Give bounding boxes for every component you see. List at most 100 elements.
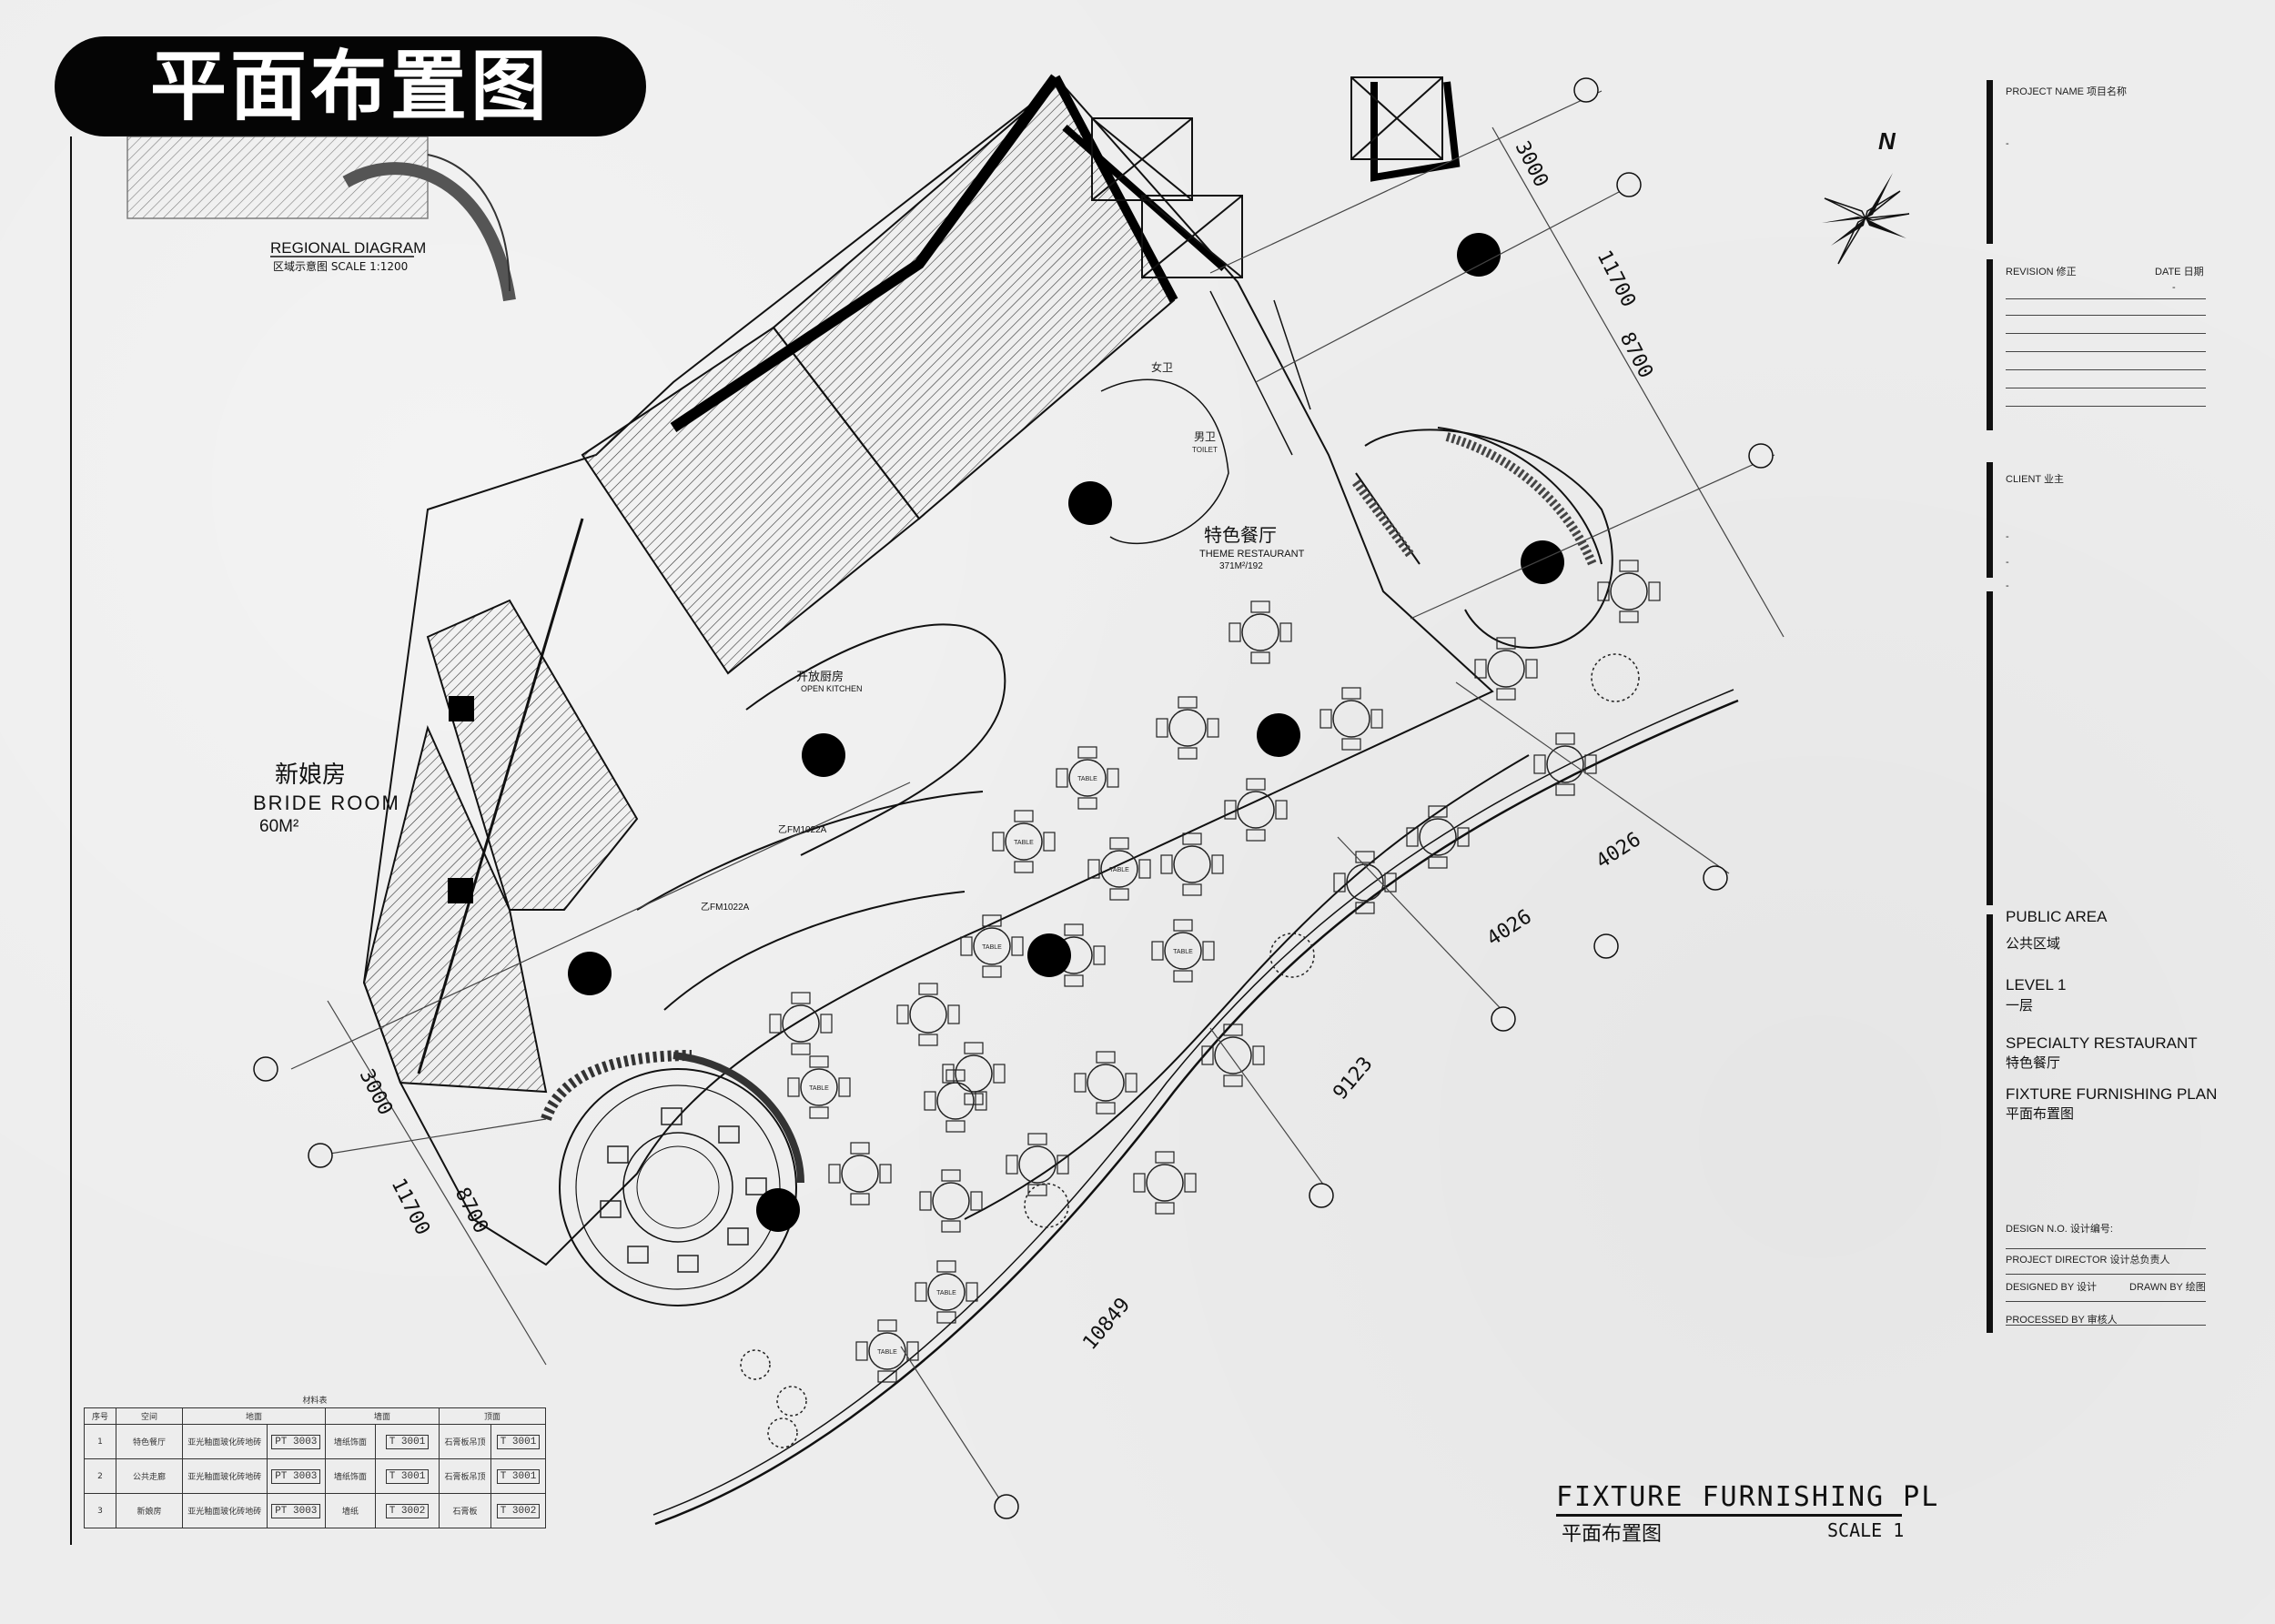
door-label-2: 乙FM1022A (701, 902, 750, 913)
table-row: 1 特色餐厅 亚光釉面玻化砖地砖 PT 3003 墙纸饰面 T 3001 石膏板… (84, 1424, 546, 1459)
dining-tables (769, 560, 1661, 1383)
drawing-title: FIXTURE FURNISHING PL (1556, 1481, 1940, 1513)
project-name-label: PROJECT NAME 项目名称 (2006, 86, 2128, 97)
drawing-title-rule (1556, 1514, 1902, 1517)
table-cell: 2 (84, 1458, 116, 1494)
title-block-bar-2 (1987, 259, 1993, 430)
table-cell: 新娘房 (116, 1493, 183, 1528)
dimension-4026-b: 4026 (1483, 905, 1536, 951)
level-cn: 一层 (2006, 997, 2034, 1014)
drawing-scale: SCALE 1 (1827, 1519, 1905, 1541)
open-kitchen-cn: 开放厨房 (796, 670, 844, 684)
table-cell: 公共走廊 (116, 1458, 183, 1494)
door-label-1: 乙FM1022A (778, 824, 827, 835)
open-kitchen-en: OPEN KITCHEN (801, 684, 863, 693)
restaurant-en: SPECIALTY RESTAURANT (2006, 1034, 2198, 1052)
material-table-header: 材料表 (84, 1392, 546, 1408)
restaurant-cn: 特色餐厅 (2006, 1054, 2061, 1071)
table-cell: 亚光釉面玻化砖地砖 (182, 1493, 268, 1528)
table-label: TABLE (877, 1349, 897, 1356)
regional-diagram (126, 136, 516, 302)
dimension-3000-right: 3000 (1511, 137, 1552, 191)
dimension-11700-right: 11700 (1592, 247, 1640, 310)
table-cell: 石膏板吊顶 (438, 1458, 492, 1494)
table-label: TABLE (1014, 840, 1034, 846)
material-code: T 3001 (496, 1468, 541, 1484)
drawn-by-label: DRAWN BY 绘图 (2129, 1282, 2206, 1293)
material-code: T 3001 (496, 1434, 541, 1449)
toilet-label-male: 男卫 (1194, 430, 1216, 443)
bride-room-area: 60M² (259, 817, 298, 836)
revision-value: - (2172, 282, 2176, 293)
material-code: PT 3003 (271, 1468, 321, 1484)
regional-diagram-subtitle: 区域示意图 SCALE 1:1200 (273, 259, 408, 273)
title-block-bar-1 (1987, 80, 1993, 244)
client-label: CLIENT 业主 (2006, 474, 2064, 485)
date-label: DATE 日期 (2155, 267, 2204, 277)
north-arrow (1822, 173, 1910, 265)
table-cell: 亚光釉面玻化砖地砖 (182, 1458, 268, 1494)
material-code: T 3002 (496, 1503, 541, 1518)
table-label: TABLE (809, 1085, 829, 1092)
table-cell: 空间 (116, 1407, 183, 1425)
dimension-3000-left: 3000 (355, 1065, 397, 1119)
table-cell: 特色餐厅 (116, 1424, 183, 1459)
dimension-4026-a: 4026 (1592, 828, 1645, 873)
table-label: TABLE (1077, 776, 1097, 782)
project-name-value: - (2006, 138, 2009, 149)
bride-room-en: BRIDE ROOM (253, 792, 400, 814)
dimension-8700-left: 8700 (450, 1184, 492, 1237)
drawing-subtitle: 平面布置图 (1562, 1523, 1663, 1546)
bride-room-cn: 新娘房 (275, 762, 346, 789)
columns (448, 233, 1564, 1232)
title-block-bar-4 (1987, 591, 1993, 905)
table-label: TABLE (1109, 867, 1129, 873)
client-value-1: - (2006, 531, 2009, 542)
client-value-2: - (2006, 557, 2009, 568)
dimension-11700-left: 11700 (387, 1175, 434, 1238)
material-code: PT 3003 (271, 1503, 321, 1518)
material-code: T 3002 (385, 1503, 430, 1518)
table-cell: 1 (84, 1424, 116, 1459)
dimension-10849: 10849 (1078, 1294, 1135, 1355)
revision-label: REVISION 修正 (2006, 267, 2077, 277)
material-code: T 3001 (385, 1468, 430, 1484)
dimension-9123: 9123 (1329, 1053, 1377, 1105)
material-table: 材料表 序号 空间 地面 墙面 顶面 1 特色餐厅 亚光釉面玻化砖地砖 PT 3… (84, 1392, 546, 1528)
theme-restaurant-en: THEME RESTAURANT (1199, 549, 1305, 560)
table-cell: 亚光釉面玻化砖地砖 (182, 1424, 268, 1459)
table-row: 序号 空间 地面 墙面 顶面 (84, 1407, 546, 1425)
material-code: T 3001 (385, 1434, 430, 1449)
table-cell: 石膏板吊顶 (438, 1424, 492, 1459)
table-cell: 墙面 (325, 1407, 440, 1425)
title-block-bar-3 (1987, 462, 1993, 578)
material-code: PT 3003 (271, 1434, 321, 1449)
table-cell: 顶面 (439, 1407, 546, 1425)
regional-diagram-title: REGIONAL DIAGRAM (270, 239, 426, 257)
theme-restaurant-cn: 特色餐厅 (1204, 524, 1277, 546)
title-block-bar-5 (1987, 914, 1993, 1333)
toilet-en-label: TOILET (1192, 446, 1218, 454)
designed-by-label: DESIGNED BY 设计 (2006, 1282, 2098, 1293)
table-row: 2 公共走廊 亚光釉面玻化砖地砖 PT 3003 墙纸饰面 T 3001 石膏板… (84, 1458, 546, 1494)
table-label: TABLE (982, 944, 1002, 951)
plan-en: FIXTURE FURNISHING PLAN (2006, 1085, 2218, 1103)
area-en: PUBLIC AREA (2006, 908, 2108, 925)
table-cell: 墙纸饰面 (324, 1424, 377, 1459)
left-border-line (70, 136, 72, 1545)
plan-cn: 平面布置图 (2006, 1105, 2075, 1122)
level-en: LEVEL 1 (2006, 976, 2067, 994)
client-value-3: - (2006, 580, 2009, 591)
design-no-label: DESIGN N.O. 设计编号: (2006, 1224, 2113, 1235)
table-cell: 地面 (182, 1407, 326, 1425)
project-director-label: PROJECT DIRECTOR 设计总负责人 (2006, 1255, 2170, 1266)
table-cell: 石膏板 (438, 1493, 492, 1528)
processed-by-label: PROCESSED BY 审核人 (2006, 1315, 2118, 1326)
toilet-label-female: 女卫 (1151, 360, 1173, 374)
table-label: TABLE (936, 1290, 956, 1296)
theme-restaurant-area: 371M²/192 (1219, 561, 1263, 571)
north-label: N (1878, 127, 1896, 155)
table-row: 3 新娘房 亚光釉面玻化砖地砖 PT 3003 墙纸 T 3002 石膏板 T … (84, 1493, 546, 1528)
table-cell: 序号 (84, 1407, 116, 1425)
